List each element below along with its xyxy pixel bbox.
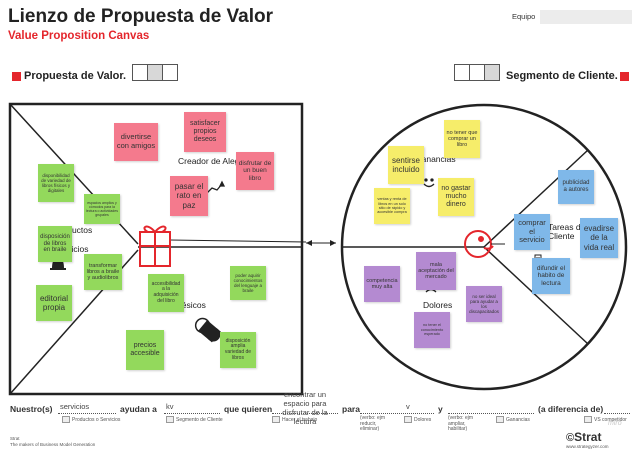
customer-segment-marker [620, 72, 629, 81]
statement-customer-field[interactable]: kv [166, 402, 174, 411]
statement-y: y [438, 404, 443, 414]
statement-ayudan-a: ayudan a [120, 404, 157, 414]
page-subtitle: Value Proposition Canvas [8, 30, 150, 42]
sticky-note[interactable]: satisfacer propios deseos [184, 112, 226, 152]
statement-diferencia: (a diferencia de) [538, 404, 604, 414]
gift-icon [139, 225, 171, 267]
statement-para: para [342, 404, 360, 414]
legend-item: (verbo: ejm ampliar, habilitar) [448, 415, 474, 432]
footer-url[interactable]: www.strategyzer.com [566, 444, 609, 449]
growth-icon [205, 180, 226, 195]
sticky-note[interactable]: disponibilidad de variedad de libros fís… [38, 164, 74, 202]
sticky-note[interactable]: difundir el habito de lectura [532, 258, 570, 294]
pill-icon [194, 317, 221, 343]
sticky-note[interactable]: comprar el servicio [514, 214, 550, 250]
value-prop-marker [12, 72, 21, 81]
sticky-note[interactable]: transformar libros a braile y audiolibro… [84, 254, 122, 290]
sticky-note[interactable]: mala aceptación del mercado [416, 252, 456, 290]
footer-logo: ©Strat [566, 430, 602, 444]
footer-tagline: The makers of Business Model Generation [10, 442, 96, 447]
strat-logo-icon: © [566, 432, 575, 444]
gains-label: Ganancias [415, 154, 456, 164]
watermark: miro [608, 420, 622, 427]
legend-item: Hacer el trabajo [272, 416, 317, 423]
legend-item: Ganancias [496, 416, 530, 423]
profile-divider-top [483, 149, 589, 248]
value-prop-heading: Propuesta de Valor. [24, 70, 127, 82]
sticky-note[interactable]: disfrutar de un buen libro [236, 152, 274, 190]
sticky-note[interactable]: espacios amplios y cómodos para la lectu… [84, 194, 120, 224]
statement-que-quieren: que quieren [224, 404, 273, 414]
legend-item: Productos o Servicios [62, 416, 120, 423]
team-label: Equipo [512, 12, 536, 21]
face-icon [464, 230, 494, 258]
gain-creators-label: Creador de Alegrías [178, 156, 254, 166]
legend-item: (verbo: ejm reducir, eliminar) [360, 415, 386, 432]
sticky-note[interactable]: competencia muy alta [364, 266, 400, 302]
sticky-note[interactable]: precios accesible [126, 330, 164, 370]
sticky-note[interactable]: no ser ideal para ayudar a los discapaci… [466, 286, 502, 322]
sticky-note[interactable]: no tener el conocimiento esperado [414, 312, 450, 348]
sticky-note[interactable]: ventas y renta de libros en un solo siti… [374, 188, 410, 224]
statement-verb-field[interactable]: v [406, 402, 410, 411]
fit-arrow-right [330, 240, 336, 246]
smile-icon [423, 178, 435, 188]
sticky-note[interactable]: no gastar mucho dinero [438, 178, 474, 216]
statement-nuestros: Nuestro(s) [10, 404, 53, 414]
sticky-note[interactable]: publicidad a autores [558, 170, 594, 204]
sticky-note[interactable]: evadirse de la vida real [580, 218, 618, 258]
legend-item: VS competidor [584, 416, 627, 423]
customer-segment-icon [454, 64, 500, 81]
statement-job-field[interactable]: encontrar un espacio para disfrutar de l… [282, 390, 328, 426]
sticky-note[interactable]: accesibilidad a la adquisición del libro [148, 274, 184, 312]
legend-item: Dolores [404, 416, 431, 423]
pains-label: Dolores [423, 300, 453, 310]
sticky-note[interactable]: disposición amplia variedad de libros [220, 332, 256, 368]
fit-arrow-left [306, 240, 312, 246]
customer-jobs-label: Tareas del Cliente [548, 222, 588, 242]
team-field[interactable] [540, 10, 632, 24]
page-title: Lienzo de Propuesta de Valor [8, 6, 274, 27]
value-map-square [8, 102, 304, 396]
gift-arrow [169, 239, 307, 243]
profile-divider-bottom [483, 246, 589, 345]
sticky-note[interactable]: sentirse incluido [388, 146, 424, 184]
statement-services-field[interactable]: servicios [60, 402, 90, 411]
sticky-note[interactable]: editorial propia [36, 285, 72, 321]
footer-brand-small: Strat [10, 436, 20, 441]
customer-segment-heading: Segmento de Cliente. [506, 70, 618, 82]
sticky-note[interactable]: poder aquirir conocimientos del lenguaje… [230, 266, 266, 300]
legend-item: Segmento de Cliente [166, 416, 223, 423]
sticky-note[interactable]: pasar el rato en paz [170, 176, 208, 216]
sticky-note[interactable]: divertirse con amigos [114, 123, 158, 161]
value-prop-icon [132, 64, 178, 81]
sticky-note[interactable]: disposición de libros en braile [38, 226, 72, 262]
sticky-note[interactable]: no tener que comprar un libro [444, 120, 480, 158]
